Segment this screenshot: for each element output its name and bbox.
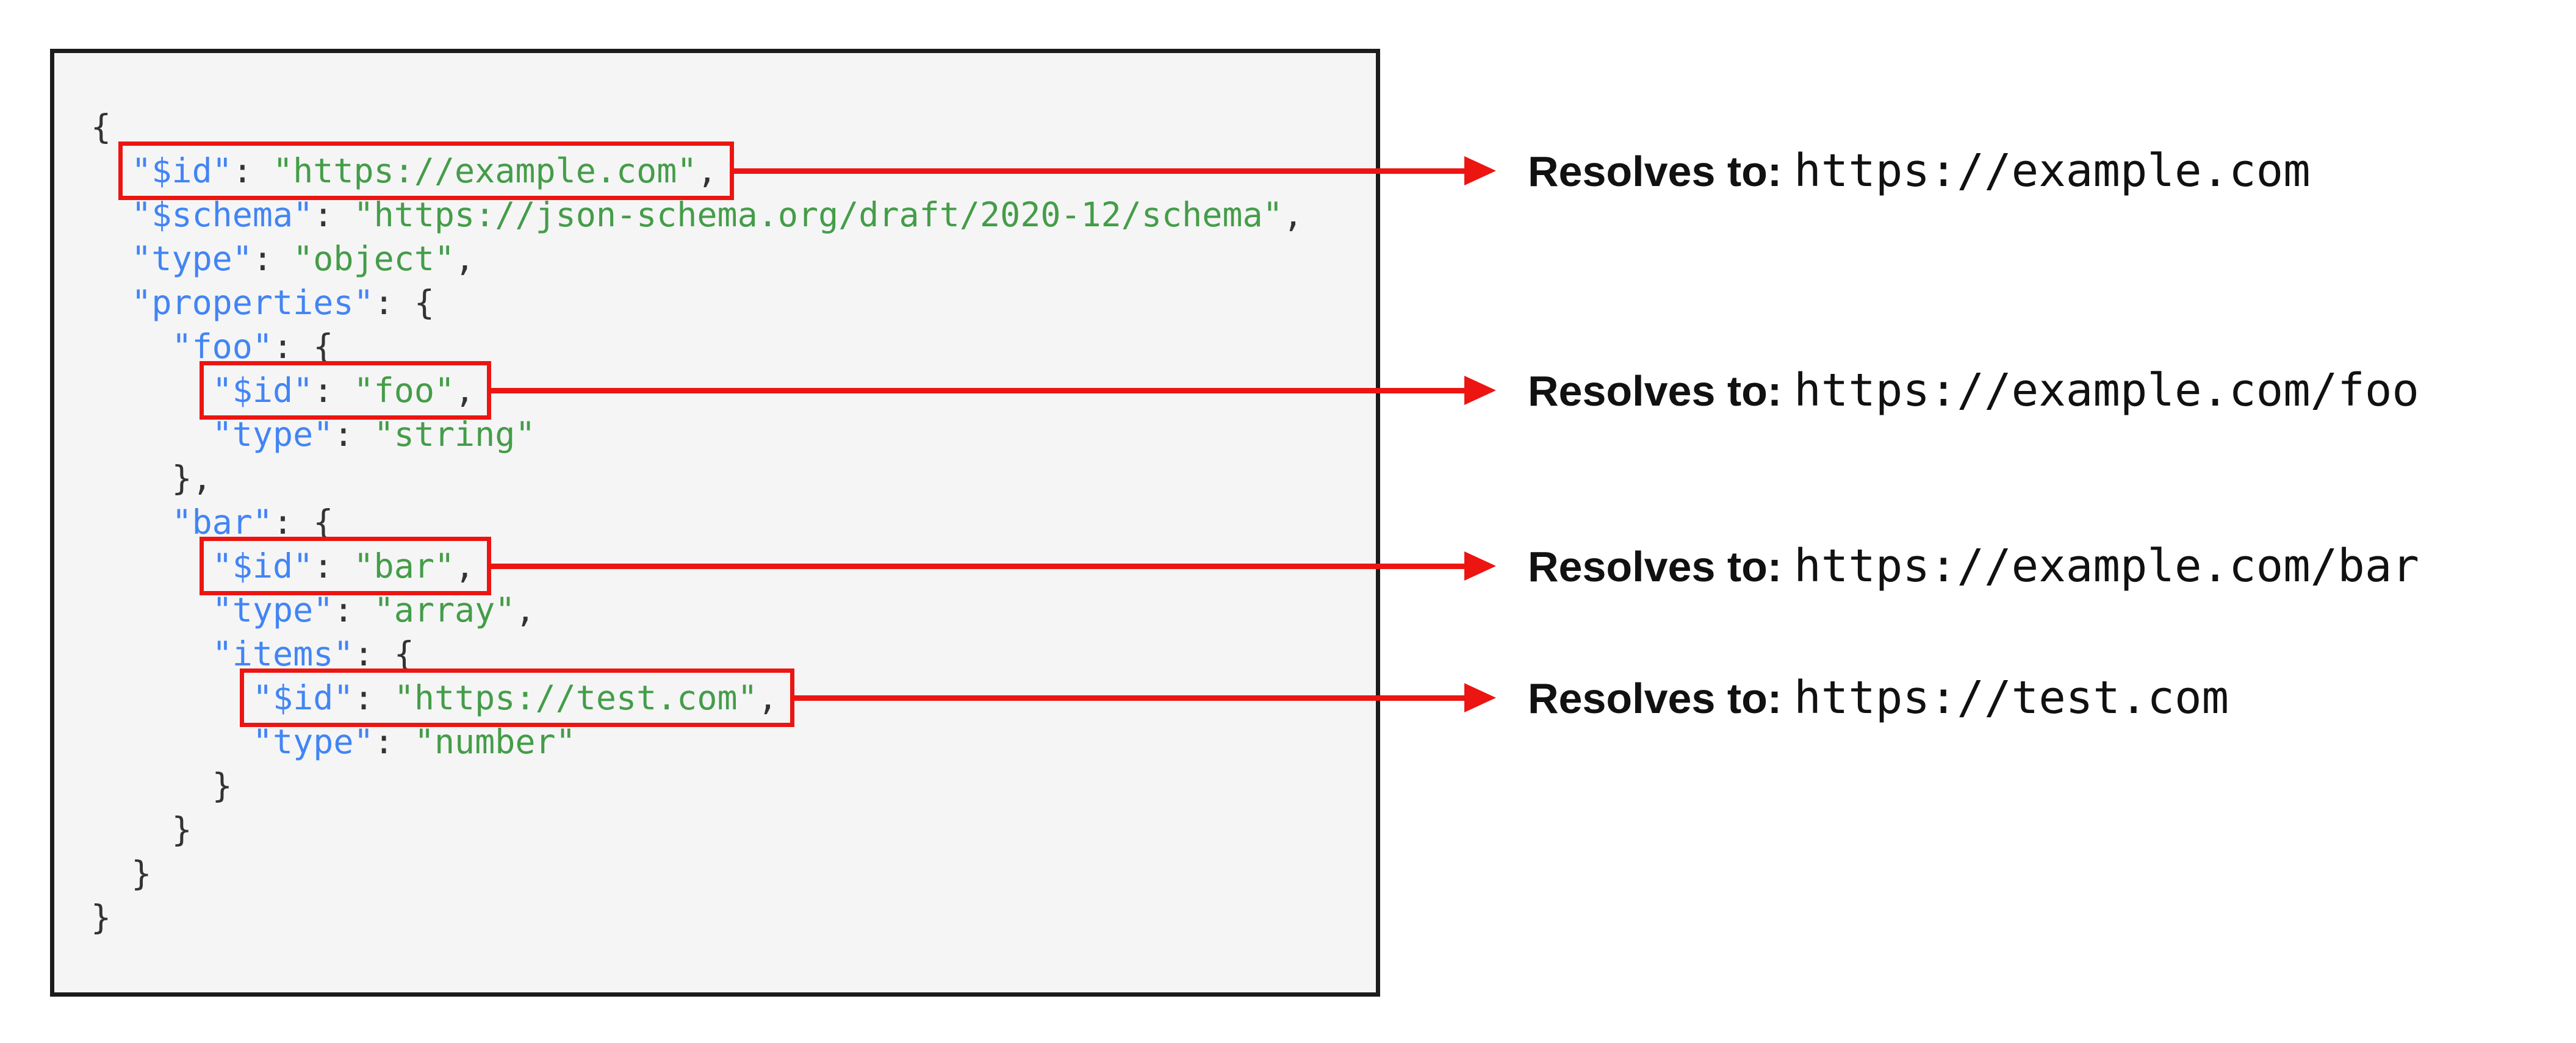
- highlight-box: [118, 142, 734, 200]
- json-string: "string": [373, 415, 536, 454]
- code-line: "$id": "foo",: [91, 368, 1364, 412]
- code-line: "$id": "https://example.com",: [91, 149, 1364, 193]
- resolution-label-prefix: Resolves to:: [1528, 367, 1782, 415]
- code-line: "foo": {: [171, 327, 334, 366]
- json-key: "$schema": [131, 195, 314, 234]
- json-key: "items": [212, 634, 354, 673]
- resolution-label: Resolves to: https://test.com: [1528, 672, 2229, 724]
- json-key: "$id": [252, 678, 354, 717]
- resolution-label: Resolves to: https://example.com/bar: [1528, 540, 2419, 592]
- code-line: {: [91, 107, 112, 146]
- resolution-label: Resolves to:https://example.com/foo: [1528, 364, 2419, 417]
- highlight-box: [199, 537, 492, 595]
- resolution-label-url: https://example.com/foo: [1794, 364, 2419, 417]
- code-lines: { "$id": "https://example.com", "$schema…: [91, 105, 1364, 980]
- code-line: "$id": "bar",: [91, 544, 1364, 588]
- json-string: "https://example.com": [273, 151, 697, 190]
- json-key: "properties": [131, 283, 374, 322]
- json-key: "$id": [212, 547, 314, 586]
- code-line: "type": "array",: [212, 590, 536, 629]
- highlighted-id-segment: "$id": "foo",: [212, 371, 475, 410]
- code-line: }: [91, 854, 152, 893]
- code-line: "type": "number": [252, 722, 576, 761]
- arrow-head-icon: [1464, 376, 1496, 405]
- highlighted-id-segment: "$id": "bar",: [212, 547, 475, 586]
- code-line: }: [91, 766, 232, 805]
- json-schema-code-panel: { "$id": "https://example.com", "$schema…: [50, 49, 1380, 997]
- json-string: "bar": [353, 547, 455, 586]
- json-string: "object": [293, 239, 455, 278]
- resolves-arrow-line: [794, 695, 1466, 701]
- arrow-head-icon: [1464, 683, 1496, 712]
- resolution-label-url: https://example.com/bar: [1794, 540, 2419, 592]
- json-key: "$id": [212, 371, 314, 410]
- code-line: "items": {: [212, 634, 414, 673]
- resolution-label-prefix: Resolves to:: [1528, 543, 1782, 590]
- code-line: "bar": {: [171, 503, 334, 542]
- json-key: "type": [131, 239, 253, 278]
- resolves-arrow-line: [491, 387, 1466, 393]
- arrow-head-icon: [1464, 551, 1496, 581]
- code-line: "type": "object",: [131, 239, 475, 278]
- resolves-arrow-line: [733, 168, 1466, 174]
- code-line: "$schema": "https://json-schema.org/draf…: [131, 195, 1303, 234]
- highlight-box: [239, 668, 794, 727]
- arrow-head-icon: [1464, 156, 1496, 185]
- json-key: "$id": [131, 151, 232, 190]
- json-key: "type": [212, 415, 334, 454]
- json-key: "foo": [171, 327, 273, 366]
- resolves-arrow-line: [491, 563, 1466, 569]
- resolution-label: Resolves to: https://example.com: [1528, 145, 2311, 197]
- code-line: "properties": {: [131, 283, 434, 322]
- resolution-label-url: https://test.com: [1794, 672, 2229, 724]
- json-key: "type": [212, 590, 334, 629]
- json-key: "bar": [171, 503, 273, 542]
- highlighted-id-segment: "$id": "https://test.com",: [252, 678, 778, 717]
- json-string: "array": [373, 590, 516, 629]
- code-line: },: [91, 459, 212, 498]
- json-key: "type": [252, 722, 374, 761]
- resolution-label-prefix: Resolves to:: [1528, 148, 1782, 195]
- highlighted-id-segment: "$id": "https://example.com",: [131, 151, 718, 190]
- resolution-label-url: https://example.com: [1794, 145, 2311, 197]
- resolution-label-prefix: Resolves to:: [1528, 675, 1782, 722]
- code-line: "$id": "https://test.com",: [91, 676, 1364, 720]
- json-string: "https://json-schema.org/draft/2020-12/s…: [353, 195, 1283, 234]
- json-string: "number": [414, 722, 576, 761]
- code-line: "type": "string": [212, 415, 536, 454]
- highlight-box: [199, 361, 492, 420]
- json-string: "https://test.com": [394, 678, 758, 717]
- json-string: "foo": [353, 371, 455, 410]
- code-line: }: [91, 898, 112, 937]
- code-line: }: [91, 810, 192, 849]
